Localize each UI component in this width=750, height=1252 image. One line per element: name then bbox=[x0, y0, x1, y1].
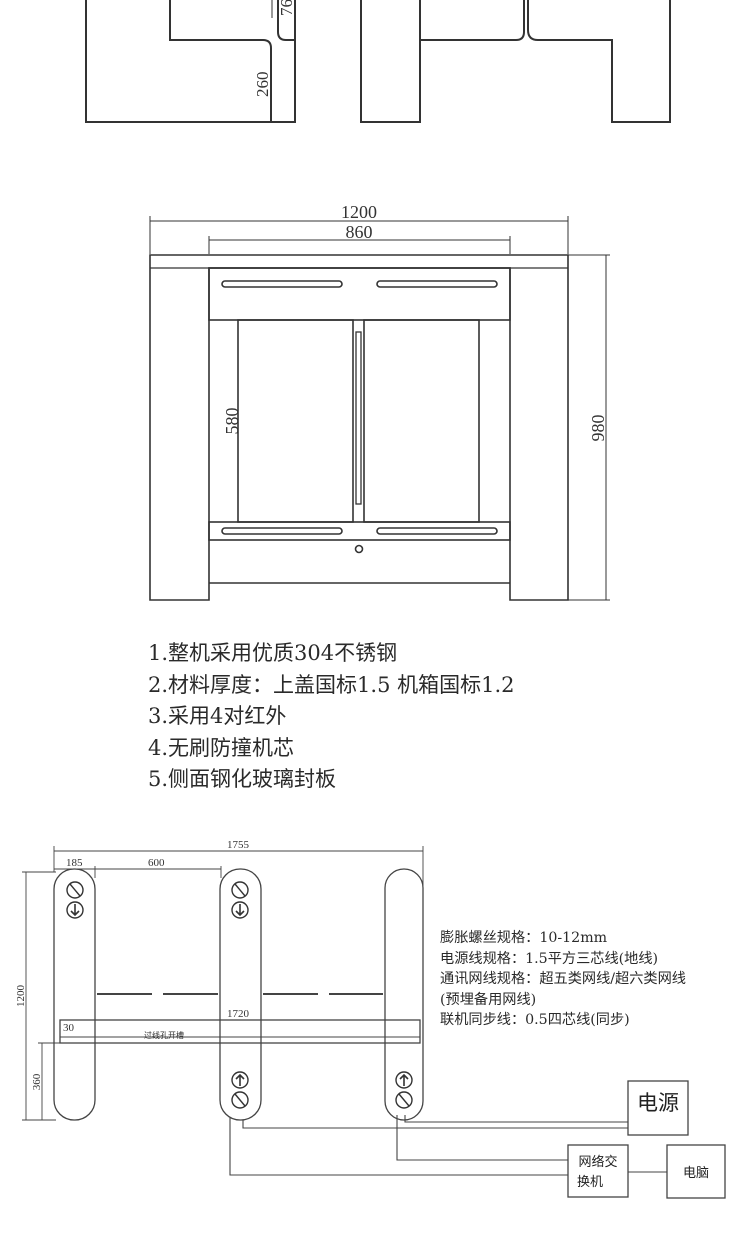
plan-cabinet-left bbox=[53, 868, 96, 1121]
plan-icons bbox=[66, 881, 413, 1109]
plan-cable-trench bbox=[59, 1019, 421, 1044]
dim-185: 185 bbox=[66, 857, 83, 869]
front-outer-frame bbox=[149, 254, 569, 601]
top-view-left-inner bbox=[169, 0, 272, 122]
top-view-right-cabinet bbox=[527, 0, 671, 123]
dim-1200: 1200 bbox=[341, 202, 377, 222]
installation-notes: 膨胀螺丝规格：10-12mm 电源线规格：1.5平方三芯线(地线) 通讯网线规格… bbox=[440, 928, 686, 1031]
spec-item: 2.材料厚度：上盖国标1.5 机箱国标1.2 bbox=[148, 672, 515, 697]
no-entry-icon bbox=[231, 881, 249, 899]
computer-box-label: 电脑 bbox=[683, 1166, 709, 1181]
spec-list: 1.整机采用优质304不锈钢 2.材料厚度：上盖国标1.5 机箱国标1.2 3.… bbox=[148, 638, 515, 796]
dim-860: 860 bbox=[346, 222, 373, 242]
front-bottom-slot-right bbox=[376, 527, 498, 535]
front-top-cover bbox=[208, 267, 511, 321]
front-top-slot-right bbox=[376, 280, 498, 288]
wire-power-1 bbox=[242, 1120, 628, 1129]
dim-600: 600 bbox=[148, 857, 165, 869]
trench-label: 过线孔开槽 bbox=[144, 1030, 184, 1040]
dim-1755: 1755 bbox=[227, 839, 250, 851]
front-top-slot-left bbox=[221, 280, 343, 288]
wire-power-2 bbox=[404, 1115, 628, 1123]
top-view-middle-cabinet bbox=[360, 0, 525, 123]
spec-item: 5.侧面钢化玻璃封板 bbox=[148, 767, 337, 791]
front-door-left bbox=[237, 319, 354, 523]
front-keyhole bbox=[354, 544, 364, 554]
note-item: 通讯网线规格：超五类网线/超六类网线 bbox=[440, 971, 686, 987]
spec-item: 4.无刷防撞机芯 bbox=[148, 735, 295, 760]
switch-box bbox=[567, 1144, 629, 1198]
front-view bbox=[149, 216, 610, 601]
dim-30: 30 bbox=[63, 1022, 75, 1034]
note-item: 电源线规格：1.5平方三芯线(地线) bbox=[440, 950, 659, 967]
switch-box-label-1: 网络交 bbox=[578, 1154, 617, 1170]
top-view-left-slot bbox=[277, 0, 295, 41]
dim-980: 980 bbox=[588, 415, 608, 442]
computer-box bbox=[666, 1144, 726, 1199]
power-box-label: 电源 bbox=[637, 1091, 679, 1115]
wire-network-2 bbox=[396, 1115, 568, 1161]
front-bottom-rail bbox=[208, 521, 511, 541]
front-bottom-slot-left bbox=[221, 527, 343, 535]
arrow-up-icon bbox=[395, 1071, 413, 1089]
dim-1720: 1720 bbox=[227, 1008, 250, 1020]
layout-plan bbox=[22, 846, 726, 1199]
no-entry-icon bbox=[231, 1091, 249, 1109]
note-item: 联机同步线：0.5四芯线(同步) bbox=[440, 1012, 630, 1028]
spec-item: 1.整机采用优质304不锈钢 bbox=[148, 641, 398, 665]
plan-cabinet-right bbox=[384, 868, 424, 1121]
dim-360: 360 bbox=[31, 1073, 43, 1090]
dim-580: 580 bbox=[222, 408, 242, 435]
switch-box-label-2: 换机 bbox=[577, 1175, 603, 1190]
top-view-left-cabinet bbox=[85, 0, 296, 123]
front-door-right bbox=[363, 319, 480, 523]
spec-item: 3.采用4对红外 bbox=[148, 704, 287, 728]
arrow-up-icon bbox=[231, 1071, 249, 1089]
wire-network-1 bbox=[229, 1118, 568, 1176]
dim-76: 76 bbox=[277, 0, 296, 16]
no-entry-icon bbox=[395, 1091, 413, 1109]
power-box bbox=[627, 1080, 689, 1136]
note-item: (预埋备用网线) bbox=[440, 991, 537, 1008]
top-view bbox=[85, 0, 671, 123]
arrow-down-icon bbox=[66, 901, 84, 919]
front-door-handle bbox=[355, 331, 362, 505]
dim-260: 260 bbox=[253, 72, 272, 98]
plan-cabinet-middle bbox=[219, 868, 262, 1121]
note-item: 膨胀螺丝规格：10-12mm bbox=[440, 930, 608, 946]
no-entry-icon bbox=[66, 881, 84, 899]
arrow-down-icon bbox=[231, 901, 249, 919]
dim-1200-plan: 1200 bbox=[15, 985, 27, 1008]
